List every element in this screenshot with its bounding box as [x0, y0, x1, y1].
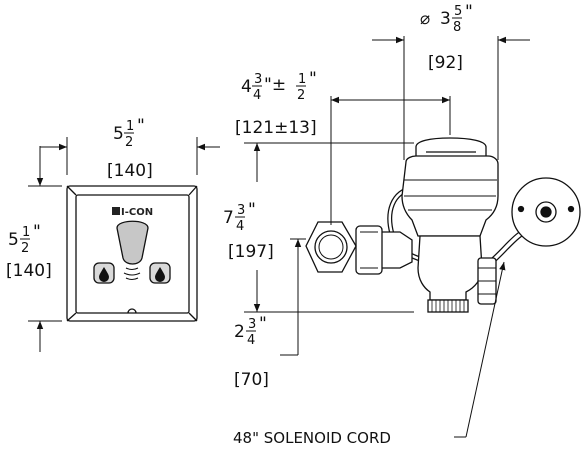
- panel-outer-frame: [66, 185, 198, 322]
- valve-offset-den: 4: [253, 88, 261, 103]
- brand-logo-mark: [112, 207, 120, 215]
- solenoid-cord-label: 48" SOLENOID CORD: [233, 429, 391, 447]
- panel-inner-frame: [75, 194, 190, 314]
- valve-side-view: [305, 137, 581, 313]
- valve-offset-num: 3: [254, 72, 262, 87]
- valve-offset-metric: [121±13]: [235, 118, 317, 138]
- panel-height-metric: [140]: [6, 261, 52, 281]
- valve-height-den: 4: [236, 219, 244, 234]
- valve-offset-whole: 4: [241, 77, 252, 97]
- cord-leader-line: [454, 261, 506, 438]
- valve-outlet-num: 3: [248, 317, 256, 332]
- valve-outlet-whole: 2: [234, 322, 245, 342]
- valve-outlet-metric: [70]: [234, 370, 269, 390]
- signal-waves-icon: [123, 267, 141, 281]
- valve-diameter-unit: ": [465, 2, 473, 22]
- water-drop-icon: [99, 267, 109, 282]
- hex-nut: [305, 221, 357, 273]
- panel-height-num: 1: [22, 225, 30, 240]
- sensor-window-icon: [116, 220, 149, 265]
- valve-outlet-dimension-lines: [280, 238, 306, 356]
- panel-width-metric: [140]: [107, 161, 153, 181]
- panel-height-unit: ": [33, 222, 41, 242]
- valve-diameter-num: 5: [454, 4, 462, 19]
- panel-width-dimension-lines: [40, 137, 220, 175]
- panel-height-whole: 5: [8, 230, 19, 250]
- valve-cover: [415, 137, 487, 161]
- panel-width-whole: 5: [113, 124, 124, 144]
- valve-outlet-den: 4: [247, 333, 255, 348]
- panel-front-view: [66, 185, 198, 322]
- water-drop-icon: [155, 267, 165, 282]
- valve-offset-tol-den: 2: [297, 88, 305, 103]
- panel-height-den: 2: [21, 241, 29, 256]
- brand-logo-text: I-CON: [121, 207, 153, 218]
- panel-height-dimension-lines: [28, 146, 62, 352]
- valve-diameter-symbol: ⌀: [420, 9, 430, 29]
- panel-width-den: 2: [125, 135, 133, 150]
- valve-outlet-unit: ": [259, 314, 267, 334]
- valve-diameter-whole: 3: [440, 9, 451, 29]
- valve-height-unit: ": [248, 200, 256, 220]
- valve-offset-tolerance-sign: "±: [264, 75, 286, 95]
- valve-diameter-metric: [92]: [428, 53, 463, 73]
- valve-offset-unit: ": [309, 69, 317, 89]
- valve-height-metric: [197]: [228, 242, 274, 262]
- inlet-coupling: [355, 225, 383, 275]
- outlet-body: [417, 235, 483, 301]
- valve-offset-tol-num: 1: [298, 72, 306, 87]
- valve-height-dimension-lines: [244, 142, 414, 313]
- valve-height-whole: 7: [223, 208, 234, 228]
- panel-width-unit: ": [137, 116, 145, 136]
- valve-height-num: 3: [237, 203, 245, 218]
- valve-offset-dimension-lines: [330, 96, 451, 225]
- valve-diameter-den: 8: [453, 20, 461, 35]
- panel-width-num: 1: [126, 119, 134, 134]
